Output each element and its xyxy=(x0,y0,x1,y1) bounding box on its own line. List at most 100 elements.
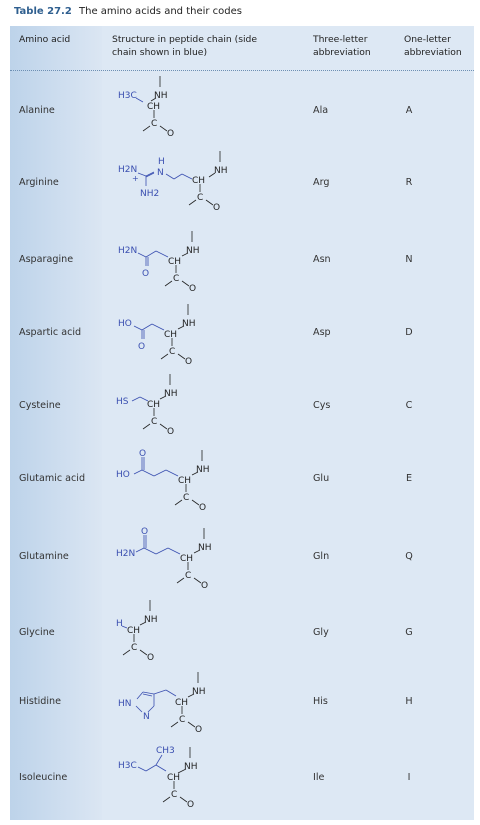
svg-text:O: O xyxy=(195,725,202,735)
svg-text:CH: CH xyxy=(192,176,205,186)
alanine-structure: NH CH C O H3C xyxy=(118,76,174,139)
one-letter-code: D xyxy=(405,327,413,338)
svg-text:NH: NH xyxy=(164,389,178,399)
header-three-letter: Three-letter abbreviation xyxy=(313,34,371,58)
svg-text:O: O xyxy=(213,203,220,213)
svg-text:H: H xyxy=(116,619,123,629)
table-row: Asparagine H2N O NH CH C O Asn N xyxy=(10,221,474,293)
histidine-structure: HN N NH CH C O xyxy=(118,672,206,735)
arginine-structure: H N H2N + NH2 NH CH C O xyxy=(118,151,228,213)
table-row: Glycine H NH CH C O Gly G xyxy=(10,600,474,666)
svg-text:C: C xyxy=(179,715,185,725)
amino-acid-name: Alanine xyxy=(19,105,55,116)
amino-acid-name: Cysteine xyxy=(19,400,61,411)
table-caption: Table 27.2 The amino acids and their cod… xyxy=(14,6,242,17)
three-letter-code: Cys xyxy=(313,400,331,411)
one-letter-code: I xyxy=(407,772,411,783)
header-one-letter: One-letter abbreviation xyxy=(404,34,462,58)
table-row: Histidine HN N NH CH C O His H xyxy=(10,672,474,744)
table-row: Glutamic acid O HO NH CH C O Glu E xyxy=(10,442,474,518)
header-structure: Structure in peptide chain (side chain s… xyxy=(112,34,258,58)
svg-text:C: C xyxy=(171,790,177,800)
svg-text:HO: HO xyxy=(118,319,132,329)
three-letter-code: Gly xyxy=(313,627,329,638)
svg-text:O: O xyxy=(185,357,192,367)
isoleucine-structure: CH3 H3C NH CH C O xyxy=(118,746,198,810)
svg-text:O: O xyxy=(201,581,208,591)
amino-acid-name: Aspartic acid xyxy=(19,327,82,338)
table-row: Alanine NH CH C O H3C Ala A xyxy=(10,76,474,142)
svg-text:C: C xyxy=(173,274,179,284)
table-title: The amino acids and their codes xyxy=(79,6,242,17)
svg-text:NH: NH xyxy=(184,762,198,772)
glutamine-structure: O H2N NH CH C O xyxy=(116,527,212,591)
svg-text:O: O xyxy=(141,527,148,537)
three-letter-code: Asp xyxy=(313,327,331,338)
svg-text:C: C xyxy=(185,571,191,581)
first-column-shading xyxy=(10,26,102,820)
svg-text:O: O xyxy=(187,800,194,810)
svg-text:CH: CH xyxy=(178,476,191,486)
svg-text:O: O xyxy=(189,284,196,293)
svg-text:CH: CH xyxy=(164,330,177,340)
svg-text:H2N: H2N xyxy=(118,165,137,175)
table-row: Cysteine HS NH CH C O Cys C xyxy=(10,374,474,438)
svg-text:HO: HO xyxy=(116,470,130,480)
amino-acid-name: Asparagine xyxy=(19,254,74,265)
svg-text:CH: CH xyxy=(147,102,160,112)
three-letter-code: Arg xyxy=(313,177,330,188)
svg-text:CH: CH xyxy=(175,698,188,708)
svg-text:CH: CH xyxy=(168,257,181,267)
amino-acid-name: Glutamic acid xyxy=(19,473,86,484)
one-letter-code: Q xyxy=(405,551,413,562)
glycine-structure: H NH CH C O xyxy=(116,600,158,663)
header-amino-acid: Amino acid xyxy=(19,34,71,45)
svg-text:HS: HS xyxy=(116,397,129,407)
svg-text:O: O xyxy=(167,427,174,437)
one-letter-code: E xyxy=(405,473,413,484)
svg-text:O: O xyxy=(139,449,146,459)
svg-text:O: O xyxy=(147,653,154,663)
one-letter-code: C xyxy=(405,400,413,411)
svg-text:CH3: CH3 xyxy=(156,746,175,756)
svg-text:NH: NH xyxy=(198,543,212,553)
svg-text:H: H xyxy=(158,157,165,167)
svg-text:H3C: H3C xyxy=(118,91,137,101)
table-row: Isoleucine CH3 H3C NH CH C O Ile I xyxy=(10,741,474,817)
svg-text:NH: NH xyxy=(144,615,158,625)
svg-text:C: C xyxy=(197,193,203,203)
asparagine-structure: H2N O NH CH C O xyxy=(118,231,200,293)
amino-acid-name: Isoleucine xyxy=(19,772,68,783)
svg-text:O: O xyxy=(142,269,149,279)
svg-text:NH: NH xyxy=(192,687,206,697)
table-row: Aspartic acid HO O NH CH C O Asp D xyxy=(10,296,474,368)
svg-text:C: C xyxy=(151,417,157,427)
amino-acid-name: Glycine xyxy=(19,627,55,638)
svg-text:CH: CH xyxy=(180,554,193,564)
cysteine-structure: HS NH CH C O xyxy=(116,374,178,437)
svg-text:H3C: H3C xyxy=(118,761,137,771)
glutamic-acid-structure: O HO NH CH C O xyxy=(116,449,210,513)
three-letter-code: Gln xyxy=(313,551,330,562)
amino-acid-name: Glutamine xyxy=(19,551,69,562)
svg-text:N: N xyxy=(157,168,164,178)
three-letter-code: Asn xyxy=(313,254,331,265)
one-letter-code: G xyxy=(405,627,413,638)
svg-text:NH: NH xyxy=(196,465,210,475)
table-header: Amino acid Structure in peptide chain (s… xyxy=(10,26,474,70)
one-letter-code: N xyxy=(405,254,413,265)
amino-acid-name: Arginine xyxy=(19,177,59,188)
svg-text:NH2: NH2 xyxy=(140,189,159,199)
svg-text:C: C xyxy=(151,119,157,129)
svg-text:HN: HN xyxy=(118,699,132,709)
header-divider xyxy=(10,70,474,71)
svg-text:H2N: H2N xyxy=(118,246,137,256)
svg-text:C: C xyxy=(131,643,137,653)
table-row: Glutamine O H2N NH CH C O Gln Q xyxy=(10,522,474,598)
svg-text:C: C xyxy=(183,493,189,503)
one-letter-code: R xyxy=(405,177,413,188)
one-letter-code: H xyxy=(405,696,413,707)
svg-text:NH: NH xyxy=(214,166,228,176)
svg-text:+: + xyxy=(132,174,139,183)
svg-text:O: O xyxy=(199,503,206,513)
